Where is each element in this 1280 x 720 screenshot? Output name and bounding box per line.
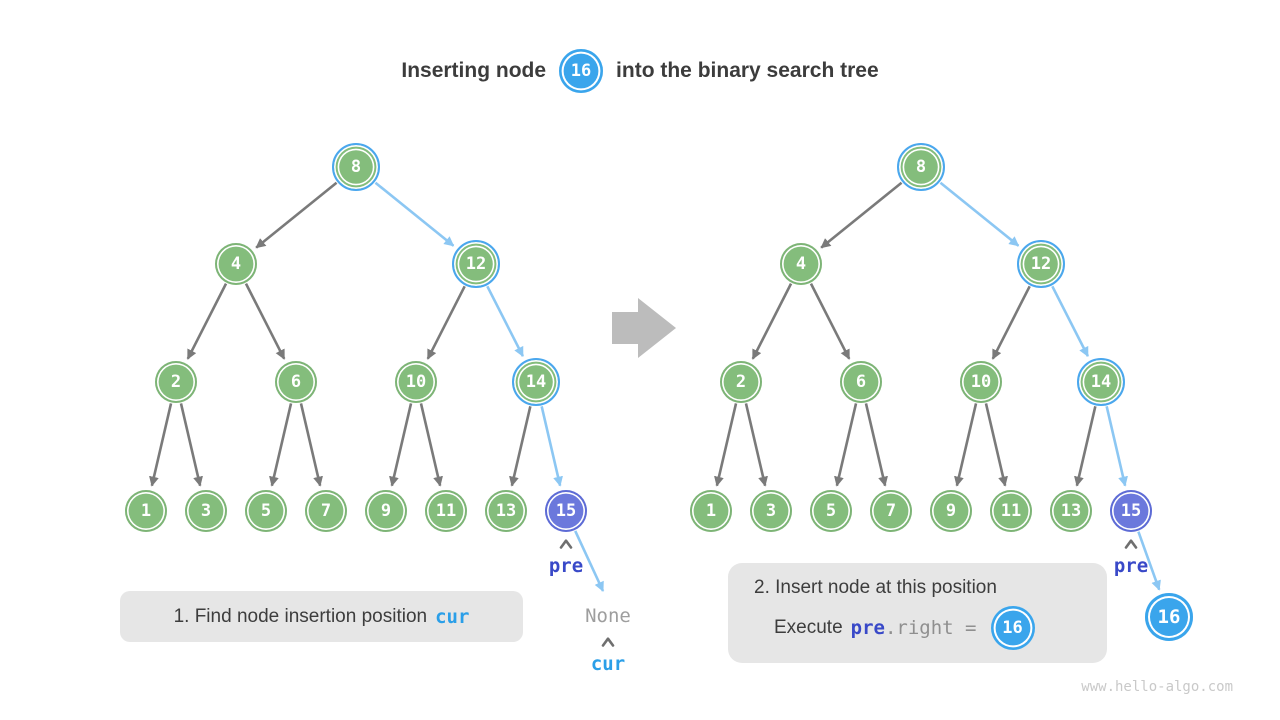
tree-node-left-13: 13 [485, 490, 527, 532]
step1-caption: 1. Find node insertion position cur [120, 591, 523, 642]
none-label: None [585, 605, 631, 627]
tree-node-right-9: 9 [930, 490, 972, 532]
tree-edge [269, 403, 293, 487]
tree-edge [954, 403, 978, 487]
title-node-16: 16 [559, 49, 604, 93]
tree-node-right-2: 2 [720, 361, 762, 403]
title-prefix: Inserting node [401, 59, 547, 82]
tree-node-right-13: 13 [1050, 490, 1092, 532]
tree-node-right-10: 10 [960, 361, 1002, 403]
pointer-caret-icon [559, 539, 573, 549]
tree-edge [179, 403, 203, 487]
tree-edge [149, 403, 173, 487]
tree-edge [419, 403, 443, 487]
tree-node-left-8: 8 [332, 143, 380, 191]
tree-node-right-15: 15 [1110, 490, 1152, 532]
tree-node-right-1: 1 [690, 490, 732, 532]
tree-node-right-8: 8 [897, 143, 945, 191]
tree-edge [820, 181, 903, 249]
tree-node-left-3: 3 [185, 490, 227, 532]
tree-edge [574, 530, 605, 592]
tree-node-left-14: 14 [512, 358, 560, 406]
tree-node-right-3: 3 [750, 490, 792, 532]
tree-edge [244, 283, 286, 360]
tree-edge [186, 283, 228, 360]
pointer-caret-icon [601, 637, 615, 647]
tree-edge [984, 403, 1008, 487]
step2-right-code: .right = [884, 616, 977, 639]
tree-node-left-2: 2 [155, 361, 197, 403]
step2-execute-text: Execute [774, 616, 843, 638]
step2-line2: Execute pre .right = 16 [774, 605, 1107, 650]
tree-edge [991, 285, 1031, 360]
step2-line1-text: 2. Insert node at this position [754, 576, 997, 598]
tree-edge [299, 403, 323, 487]
tree-edge [1137, 531, 1161, 591]
step2-line1: 2. Insert node at this position [754, 577, 1107, 599]
tree-node-right-14: 14 [1077, 358, 1125, 406]
tree-edge [1074, 406, 1097, 487]
tree-edge [1105, 406, 1128, 487]
tree-edge [1051, 285, 1090, 358]
tree-node-left-1: 1 [125, 490, 167, 532]
tree-edge [255, 181, 338, 249]
step2-pre-code: pre [850, 616, 885, 639]
watermark: www.hello-algo.com [1081, 679, 1233, 695]
figure-title: Inserting node 16 into the binary search… [0, 46, 1280, 96]
tree-node-left-10: 10 [395, 361, 437, 403]
tree-edge [834, 403, 858, 487]
tree-edge [426, 285, 466, 360]
tree-node-left-12: 12 [452, 240, 500, 288]
cur-pointer-label: cur [590, 653, 626, 675]
step2-node-16: 16 [990, 605, 1035, 650]
tree-node-left-9: 9 [365, 490, 407, 532]
tree-node-left-7: 7 [305, 490, 347, 532]
tree-node-right-6: 6 [840, 361, 882, 403]
tree-edge [540, 406, 563, 487]
tree-edge [374, 181, 455, 247]
tree-node-left-5: 5 [245, 490, 287, 532]
pre-pointer-label: pre [548, 555, 584, 577]
tree-node-right-11: 11 [990, 490, 1032, 532]
tree-edge [486, 285, 525, 358]
tree-node-left-11: 11 [425, 490, 467, 532]
title-suffix: into the binary search tree [616, 59, 879, 82]
step1-text: 1. Find node insertion position [173, 605, 428, 627]
tree-node-left-6: 6 [275, 361, 317, 403]
tree-node-right-12: 12 [1017, 240, 1065, 288]
tree-node-right-4: 4 [780, 243, 822, 285]
tree-edge [389, 403, 413, 487]
tree-edge [714, 403, 738, 487]
tree-edge [864, 403, 888, 487]
tree-edge [744, 403, 768, 487]
tree-edge [809, 283, 851, 360]
step2-caption: 2. Insert node at this position Execute … [728, 563, 1107, 663]
tree-node-left-4: 4 [215, 243, 257, 285]
pointer-caret-icon [1124, 539, 1138, 549]
tree-node-right-7: 7 [870, 490, 912, 532]
tree-node-left-15: 15 [545, 490, 587, 532]
tree-edge [939, 181, 1020, 247]
pre-pointer-label: pre [1113, 555, 1149, 577]
step1-cur-code: cur [435, 605, 470, 628]
tree-edge [509, 406, 532, 487]
tree-edge [751, 283, 793, 360]
tree-node-right-5: 5 [810, 490, 852, 532]
tree-node-right-16: 16 [1145, 593, 1193, 641]
